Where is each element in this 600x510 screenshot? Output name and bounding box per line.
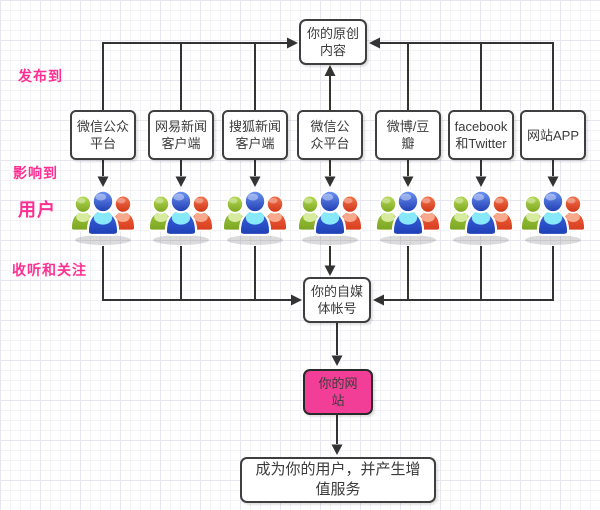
platform-box-website-app: 网站APP [520, 110, 586, 160]
node-label-line: 你的原创 [306, 26, 359, 41]
node-outcome: 成为你的用户，并产生增 值服务 [240, 457, 436, 503]
node-media-account: 你的自媒 体帐号 [303, 277, 371, 323]
three-users-icon [67, 190, 139, 248]
node-website: 你的网 站 [303, 369, 373, 415]
platform-label-line: 众平台 [310, 136, 350, 151]
three-users-icon [219, 190, 291, 248]
platform-box-sohu-news: 搜狐新闻 客户端 [222, 110, 288, 160]
node-label-line: 你的网 [318, 376, 358, 391]
node-label-line: 内容 [319, 43, 346, 58]
side-label-influence: 影响到 [13, 165, 58, 181]
platform-label-line: facebook [454, 119, 508, 134]
node-label-line: 体帐号 [317, 301, 357, 316]
platform-box-facebook-twitter: facebook 和Twitter [448, 110, 514, 160]
three-users-icon [517, 190, 589, 248]
three-users-icon [145, 190, 217, 248]
node-original-content: 你的原创 内容 [299, 19, 367, 65]
platform-label-line: 瓣 [401, 136, 415, 151]
platform-box-weibo-douban: 微博/豆 瓣 [375, 110, 441, 160]
platform-label-line: 平台 [89, 136, 116, 151]
node-label-line: 成为你的用户，并产生增 [255, 461, 421, 478]
platform-box-netease-news: 网易新闻 客户端 [148, 110, 214, 160]
platform-label-line: 微信公 [310, 119, 350, 134]
side-label-listen-follow: 收听和关注 [12, 262, 87, 278]
side-label-users: 用户 [18, 200, 56, 220]
platform-label-line: 客户端 [161, 136, 201, 151]
platform-label-line: 客户端 [235, 136, 275, 151]
platform-label-line: 网易新闻 [154, 119, 207, 134]
platform-label-line: 微信公众 [76, 119, 129, 134]
node-label-line: 你的自媒 [310, 284, 363, 299]
platform-label-line: 网站APP [526, 127, 579, 143]
node-label-line: 值服务 [315, 481, 361, 498]
platform-label-line: 搜狐新闻 [228, 119, 281, 134]
platform-box-wechat-official-2: 微信公 众平台 [297, 110, 363, 160]
three-users-icon [372, 190, 444, 248]
platform-label-line: 微博/豆 [386, 119, 430, 134]
node-label-line: 站 [331, 393, 345, 408]
platform-box-wechat-official: 微信公众 平台 [70, 110, 136, 160]
three-users-icon [294, 190, 366, 248]
side-label-publish-to: 发布到 [18, 68, 63, 84]
platform-label-line: 和Twitter [455, 136, 507, 151]
three-users-icon [445, 190, 517, 248]
